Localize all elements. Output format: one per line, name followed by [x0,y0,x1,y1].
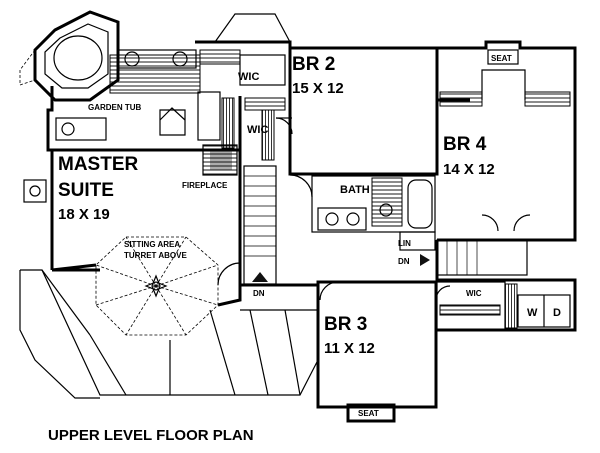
br4-size: 14 X 12 [443,161,495,178]
br4-details: SEAT [439,49,571,232]
br2-name: BR 2 [292,54,335,75]
garden-tub-label: GARDEN TUB [88,103,142,112]
staircase: DN [217,165,277,298]
turret-above-label: TURRET ABOVE [124,251,187,260]
upper-closets: WIC WIC [197,13,293,161]
hall-dn-label: DN [398,257,410,266]
laundry: W D WIC [435,281,571,331]
sitting-area-turret: SITTING AREA TURRET ABOVE [51,236,242,336]
washer-label: W [527,307,538,319]
br4-name: BR 4 [443,134,487,155]
bath-label: BATH [340,184,370,196]
wic-label-2: WIC [247,124,268,136]
hall-bath: BATH [289,174,436,233]
dryer-label: D [553,307,561,319]
porch-roof [19,179,319,399]
br2-size: 15 X 12 [292,80,344,97]
sitting-area-label: SITTING AREA [124,240,180,249]
seat-bottom-label: SEAT [358,409,379,418]
plan-caption: UPPER LEVEL FLOOR PLAN [48,427,254,444]
fireplace-label: FIREPLACE [182,181,228,190]
wic-label-1: WIC [238,71,259,83]
br3-details: SEAT [319,281,396,423]
wic-label-3: WIC [466,289,482,298]
master-bath: GARDEN TUB [19,10,201,141]
br3-size: 11 X 12 [324,340,375,357]
linen-label: LIN [398,239,411,248]
master-suite-size: 18 X 19 [58,206,110,223]
br3-name: BR 3 [324,314,367,335]
room-labels: MASTER SUITE 18 X 19 BR 2 15 X 12 BR 4 1… [58,54,495,357]
hall-down-arrow-icon [420,254,430,266]
fireplace: FIREPLACE [182,144,238,190]
seat-top-label: SEAT [491,54,512,63]
stair-down-arrow-icon [252,272,268,282]
master-suite-name-1: MASTER [58,154,139,175]
master-suite-name-2: SUITE [58,180,114,201]
stair-dn-label: DN [253,289,265,298]
linen-closet: LIN DN [398,231,528,276]
